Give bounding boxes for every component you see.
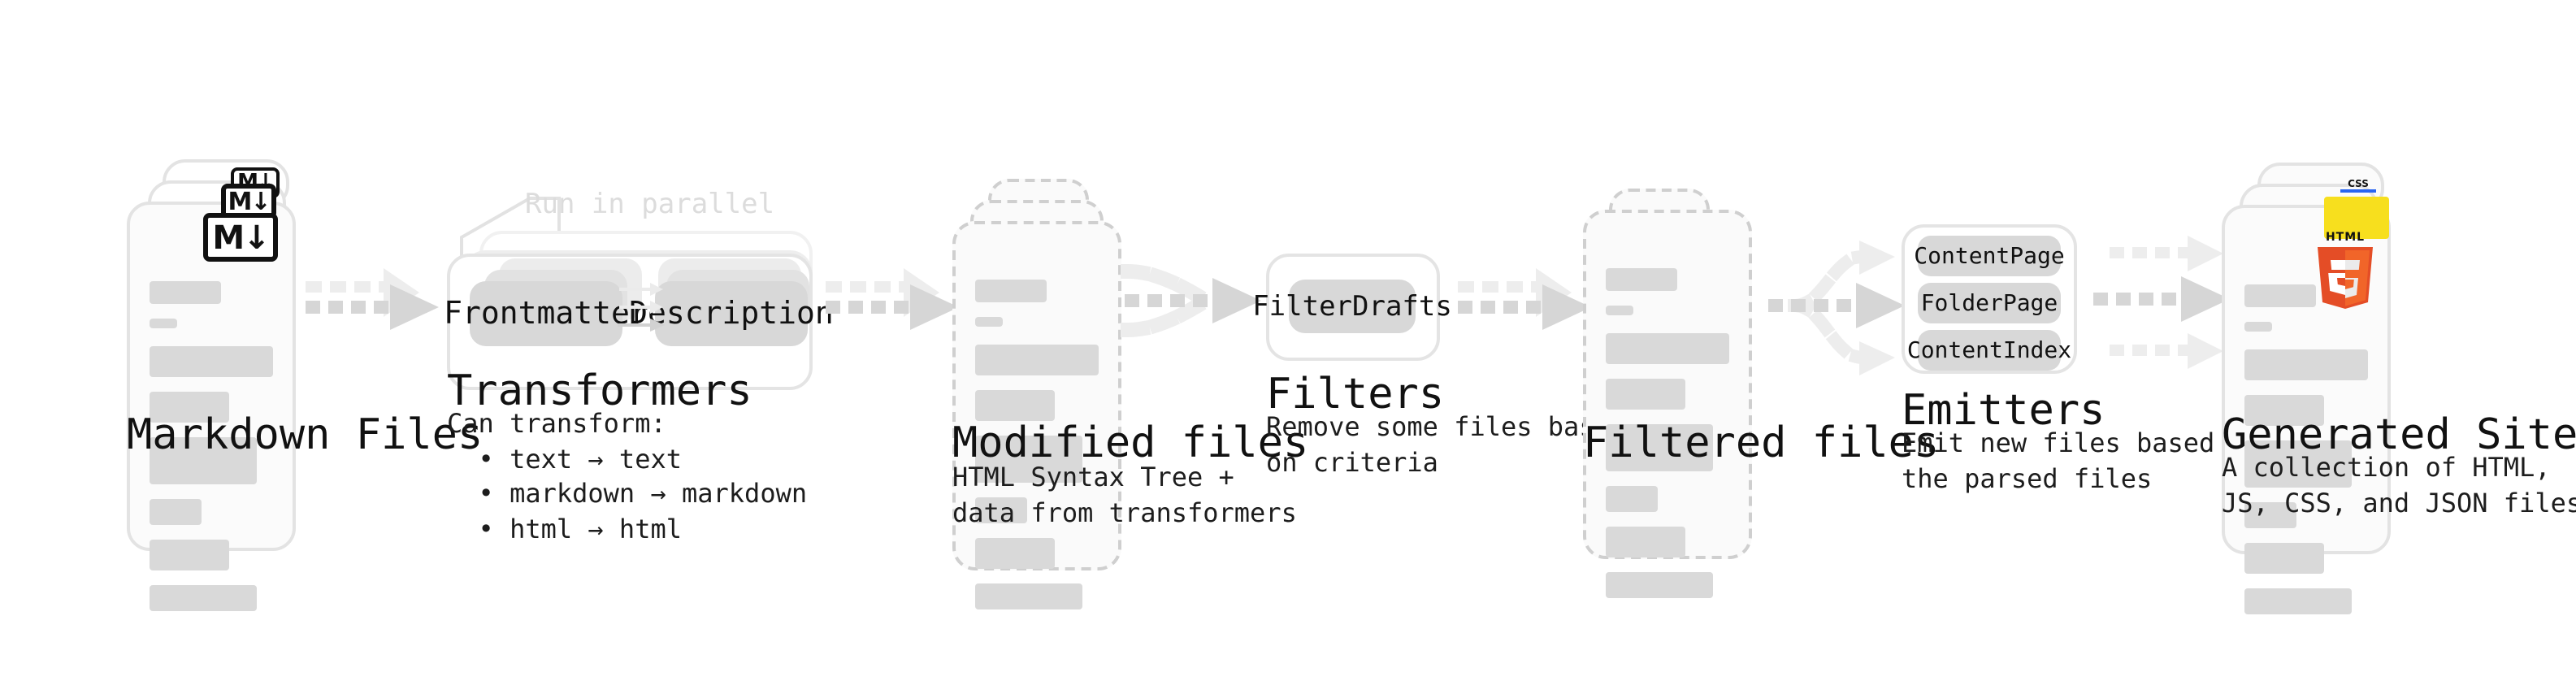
- contentindex-chip[interactable]: ContentIndex: [1907, 330, 2071, 371]
- markdown-files-title: Markdown Files: [127, 411, 484, 460]
- content-line: [1606, 306, 1633, 315]
- filters-subtitle: Remove some files based on criteria: [1266, 411, 1626, 478]
- content-line: [975, 538, 1055, 569]
- content-line: [975, 390, 1055, 421]
- markdown-icon: M↓: [203, 213, 278, 262]
- svg-text:HTML: HTML: [2326, 231, 2365, 244]
- frontmatter-chip[interactable]: Frontmatter: [444, 281, 648, 346]
- content-line: [2244, 440, 2352, 488]
- content-line: [975, 436, 1082, 483]
- filters-title: Filters: [1266, 371, 1445, 419]
- contentindex-chip-label: ContentIndex: [1906, 337, 2072, 363]
- content-line: [150, 319, 177, 328]
- content-line: [1606, 424, 1713, 471]
- transformers-title: Transformers: [447, 367, 752, 416]
- content-line: [1606, 333, 1729, 364]
- content-line: [2244, 543, 2324, 574]
- content-line: [150, 437, 257, 484]
- contentpage-chip-label: ContentPage: [1914, 243, 2065, 269]
- css3-icon: CSS: [2337, 176, 2379, 195]
- transformer-inner-arrows: [618, 280, 668, 348]
- folderpage-chip[interactable]: FolderPage: [1918, 283, 2061, 323]
- site-card-content: [2244, 284, 2368, 614]
- contentpage-chip[interactable]: ContentPage: [1914, 236, 2065, 276]
- content-line: [150, 499, 202, 525]
- frontmatter-chip-label: Frontmatter: [444, 296, 648, 332]
- arrow-transformers-to-modified: [826, 268, 959, 340]
- run-in-parallel-label: Run in parallel: [525, 189, 775, 221]
- generated-site-subtitle: A collection of HTML, JS, CSS, and JSON …: [2222, 452, 2576, 518]
- content-line: [1606, 572, 1713, 598]
- markdown-card-content: [150, 281, 273, 611]
- arrow-filtered-to-emitters: [1768, 221, 1915, 397]
- content-line: [150, 281, 221, 304]
- emitters-title: Emitters: [1902, 387, 2105, 436]
- run-in-parallel-bracket: [458, 195, 605, 280]
- markdown-icon-glyph: M↓: [228, 186, 271, 215]
- content-line: [1606, 486, 1658, 512]
- content-line: [975, 583, 1082, 609]
- description-chip[interactable]: Description: [629, 281, 834, 346]
- filtered-files-title: Filtered files: [1583, 419, 1940, 468]
- filterdrafts-chip[interactable]: FilterDrafts: [1252, 280, 1452, 333]
- content-line: [2244, 395, 2324, 426]
- content-line: [2244, 349, 2368, 380]
- content-line: [975, 317, 1003, 327]
- filterdrafts-chip-label: FilterDrafts: [1252, 290, 1452, 323]
- content-line: [2244, 284, 2316, 307]
- arrow-filters-to-filtered: [1458, 268, 1591, 340]
- javascript-icon: [2324, 197, 2389, 239]
- arrow-emitters-to-site: [2093, 228, 2231, 390]
- svg-text:CSS: CSS: [2348, 178, 2369, 189]
- content-line: [1606, 268, 1677, 291]
- filtered-card-content: [1606, 268, 1729, 598]
- modified-files-title: Modified files: [952, 419, 1309, 468]
- content-line: [150, 540, 229, 570]
- modified-files-subtitle: HTML Syntax Tree + data from transformer…: [952, 462, 1297, 528]
- content-line: [150, 585, 257, 611]
- content-line: [1606, 527, 1685, 557]
- modified-card-content: [975, 280, 1099, 609]
- transformers-subtitle: Can transform: • text → text • markdown …: [447, 408, 808, 544]
- content-line: [150, 346, 273, 377]
- content-line: [975, 345, 1099, 375]
- emitters-subtitle: Emit new files based on the parsed files: [1902, 427, 2262, 494]
- content-line: [1606, 379, 1685, 410]
- arrow-markdown-to-transformers: [306, 268, 439, 340]
- content-line: [2244, 588, 2352, 614]
- content-line: [975, 497, 1027, 523]
- content-line: [150, 392, 229, 423]
- content-line: [2244, 322, 2272, 332]
- generated-site-title: Generated Site: [2222, 411, 2576, 460]
- html5-icon: HTML: [2308, 224, 2383, 309]
- content-line: [2244, 502, 2296, 528]
- content-line: [975, 280, 1047, 302]
- folderpage-chip-label: FolderPage: [1920, 290, 2058, 316]
- markdown-icon-glyph: M↓: [212, 218, 270, 257]
- arrow-modified-to-filters: [1120, 252, 1271, 356]
